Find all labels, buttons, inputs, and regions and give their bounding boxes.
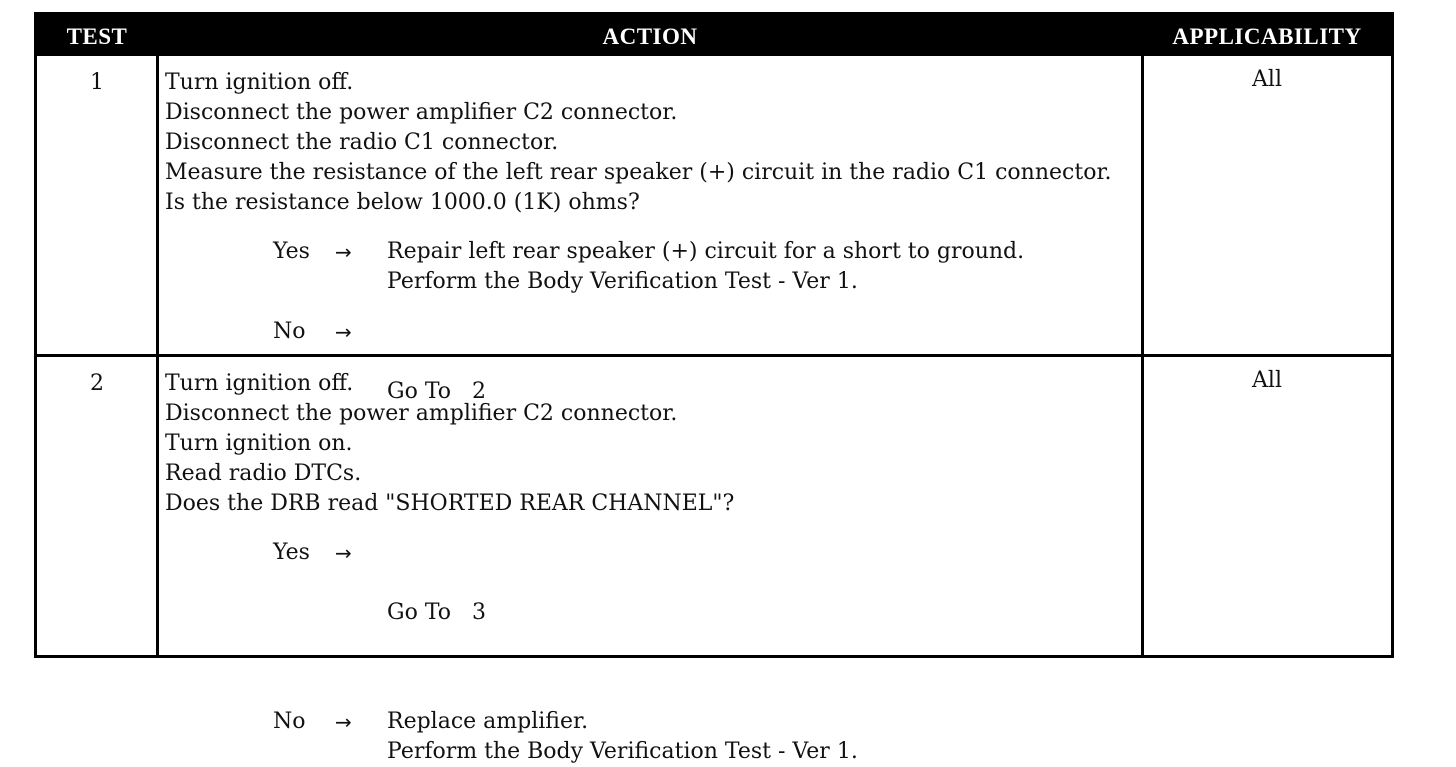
table-row: 2 Turn ignition off. Disconnect the powe… [37,357,1391,764]
outcome-label: No [273,319,306,344]
outcome-text: Replace amplifier. Perform the Body Veri… [387,707,1133,767]
outcome-text: Go To 2 [387,317,1133,467]
header-test: TEST [66,24,128,49]
action-step: Is the resistance below 1000.0 (1K) ohms… [165,190,640,215]
action-steps: Turn ignition off. Disconnect the power … [165,68,1141,218]
applicability-value: All [1252,67,1282,92]
outcome-no: No → Replace amplifier. Perform the Body… [273,707,1133,767]
outcome-label: No [273,709,306,734]
diagnostic-test-table: TEST ACTION APPLICABILITY 1 Turn ignitio… [34,12,1394,764]
header-applicability: APPLICABILITY [1172,24,1362,49]
action-step: Turn ignition on. [165,431,353,456]
action-steps: Turn ignition off. Disconnect the power … [165,369,1141,519]
outcome-line: Perform the Body Verification Test - Ver… [387,269,858,294]
outcome-line: Replace amplifier. [387,709,589,734]
outcome-yes: Yes → Go To 3 [273,538,1133,688]
outcome-no: No → Go To 2 [273,317,1133,467]
action-step: Disconnect the power amplifier C2 connec… [165,100,678,125]
row-divider [37,354,1391,357]
table-header: TEST ACTION APPLICABILITY [37,15,1391,56]
action-step: Does the DRB read "SHORTED REAR CHANNEL"… [165,491,735,516]
test-number: 1 [90,70,104,95]
outcome-label: Yes [273,239,310,264]
right-arrow-icon: → [335,541,352,565]
right-arrow-icon: → [335,710,352,734]
action-step: Turn ignition off. [165,70,354,95]
action-step: Disconnect the power amplifier C2 connec… [165,401,678,426]
outcome-text: Repair left rear speaker (+) circuit for… [387,237,1133,297]
outcome-line: Repair left rear speaker (+) circuit for… [387,239,1025,264]
action-step: Read radio DTCs. [165,461,362,486]
table-row: 1 Turn ignition off. Disconnect the powe… [37,56,1391,404]
header-action: ACTION [602,24,698,49]
outcome-line: Go To 2 [387,379,486,404]
test-number: 2 [90,371,104,396]
action-step: Measure the resistance of the left rear … [165,160,1112,185]
action-step: Disconnect the radio C1 connector. [165,130,559,155]
outcome-label: Yes [273,540,310,565]
right-arrow-icon: → [335,240,352,264]
outcomes: Yes → Go To 3 No → Replace amplifier. Pe… [273,538,1133,767]
outcome-line: Go To 3 [387,600,486,625]
outcome-text: Go To 3 [387,538,1133,688]
action-step: Turn ignition off. [165,371,354,396]
outcome-line: Perform the Body Verification Test - Ver… [387,739,858,764]
outcomes: Yes → Repair left rear speaker (+) circu… [273,237,1133,467]
outcome-yes: Yes → Repair left rear speaker (+) circu… [273,237,1133,297]
right-arrow-icon: → [335,320,352,344]
applicability-value: All [1252,368,1282,393]
